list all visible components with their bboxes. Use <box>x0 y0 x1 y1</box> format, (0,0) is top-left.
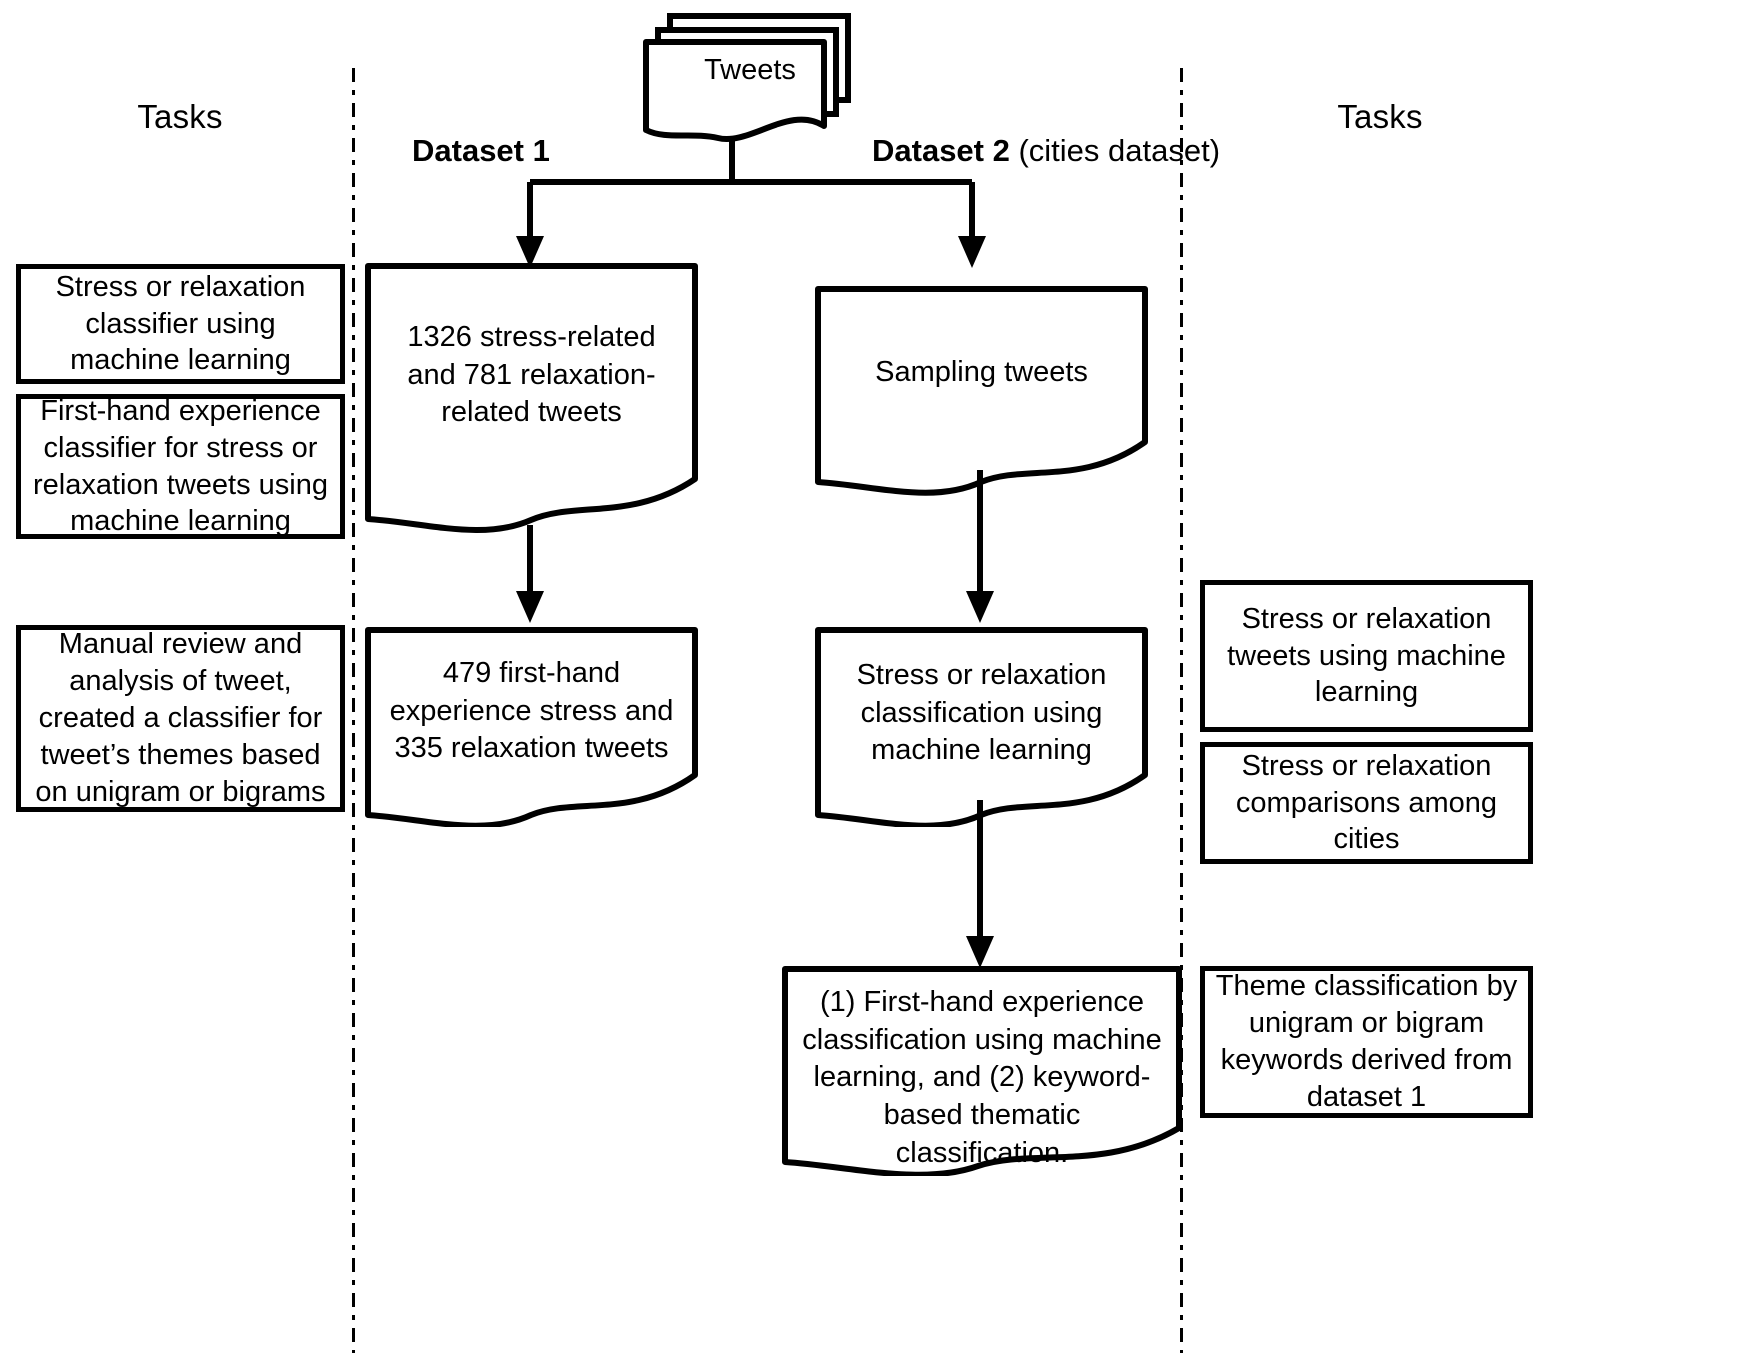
right-task-2-text: Stress or relaxation comparisons among c… <box>1235 749 1498 856</box>
dataset1-caption-bold: Dataset 1 <box>412 133 550 168</box>
left-task-1-text: Stress or relaxation classifier using ma… <box>55 270 306 377</box>
dataset2-node-3: (1) First-hand experience classification… <box>782 966 1182 1176</box>
left-task-3-text: Manual review and analysis of tweet, cre… <box>35 628 326 808</box>
dataset2-caption-rest: (cities dataset) <box>1009 133 1221 168</box>
right-task-1-text: Stress or relaxation tweets using machin… <box>1227 602 1506 709</box>
right-task-box-2: Stress or relaxation comparisons among c… <box>1200 742 1533 864</box>
left-task-box-3: Manual review and analysis of tweet, cre… <box>16 625 345 812</box>
dataset2-node-1: Sampling tweets <box>815 286 1148 496</box>
dataset1-node-1: 1326 stress-related and 781 relaxation-r… <box>365 263 698 538</box>
dataset1-node-2-label: 479 first-hand experience stress and 335… <box>389 657 674 765</box>
right-task-3-text: Theme classification by unigram or bigra… <box>1215 970 1518 1113</box>
dataset2-node-2-label: Stress or relaxation classification usin… <box>856 659 1107 767</box>
dataset2-connector-2 <box>940 800 1020 980</box>
right-task-box-3: Theme classification by unigram or bigra… <box>1200 966 1533 1118</box>
right-tasks-heading: Tasks <box>1337 98 1423 135</box>
left-task-box-1: Stress or relaxation classifier using ma… <box>16 264 345 384</box>
left-task-box-2: First-hand experience classifier for str… <box>16 394 345 539</box>
source-split-connector <box>360 140 1360 280</box>
dataset2-node-3-label: (1) First-hand experience classification… <box>802 986 1162 1169</box>
dataset2-connector-1 <box>940 470 1020 635</box>
tweets-source-label: Tweets <box>704 54 796 86</box>
right-task-box-1: Stress or relaxation tweets using machin… <box>1200 580 1533 732</box>
left-task-2-text: First-hand experience classifier for str… <box>33 394 328 538</box>
left-column-divider <box>352 68 355 1353</box>
left-tasks-heading: Tasks <box>137 98 223 135</box>
dataset2-caption-bold: Dataset 2 <box>872 133 1010 168</box>
dataset2-node-1-label: Sampling tweets <box>875 356 1088 388</box>
dataset2-node-2: Stress or relaxation classification usin… <box>815 627 1148 827</box>
dataset2-caption: Dataset 2 (cities dataset) <box>872 133 1220 169</box>
right-column-divider <box>1180 68 1183 1353</box>
dataset1-node-1-label: 1326 stress-related and 781 relaxation-r… <box>407 321 656 429</box>
dataset1-node-2: 479 first-hand experience stress and 335… <box>365 627 698 827</box>
tweets-source-node: Tweets <box>640 8 860 148</box>
dataset1-caption: Dataset 1 <box>412 133 550 169</box>
dataset1-connector-1 <box>490 525 570 635</box>
